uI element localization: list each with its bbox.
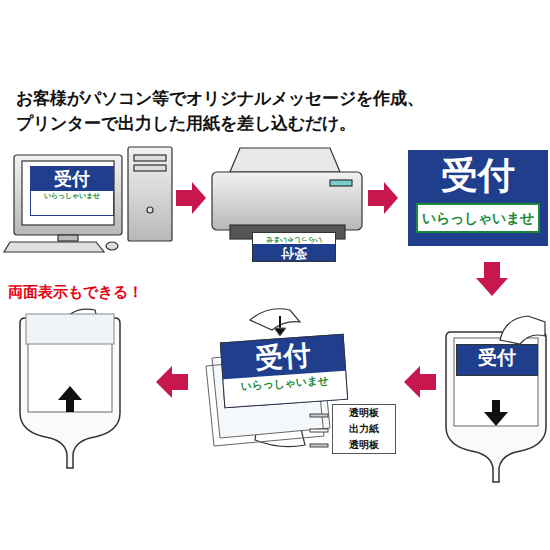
sign-heading: 受付 (31, 167, 113, 191)
sign-holder (446, 332, 546, 482)
layer-key: 透明板出力紙透明板 (332, 404, 396, 454)
sign-heading: 受付 (253, 244, 335, 261)
layer-line (310, 414, 328, 447)
sign-card: 受付いらっしゃいませ (408, 150, 548, 246)
sign-holder (20, 314, 120, 468)
note: 両面表示もできる！ (8, 283, 143, 302)
sign-message: いらっしゃいませ (416, 203, 540, 233)
sign-card: 受付 (456, 344, 538, 376)
layer-name: 透明板 (347, 406, 381, 420)
sign-card: 受付いらっしゃいませ (30, 166, 114, 216)
hand (60, 309, 545, 447)
sign-message: いらっしゃいませ (253, 233, 335, 244)
sign-heading: 受付 (457, 345, 537, 371)
sign-heading: 受付 (408, 150, 548, 203)
sign-message: いらっしゃいませ (31, 191, 113, 215)
layer-name: 透明板 (347, 438, 381, 452)
computer (4, 147, 172, 252)
printer (212, 148, 362, 239)
layer-name: 出力紙 (347, 422, 381, 436)
heading: お客様がパソコン等でオリジナルメッセージを作成、 プリンターで出力した用紙を差し… (16, 86, 541, 135)
sign-card: 受付いらっしゃいませ (252, 232, 336, 262)
sign-card: 受付いらっしゃいませ (220, 334, 348, 408)
